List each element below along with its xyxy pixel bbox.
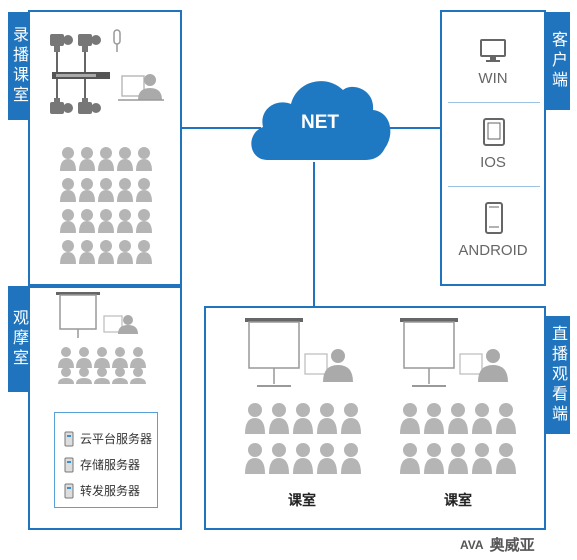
net-cloud [251,81,391,160]
server-item-storage: 存储服务器 [64,456,140,473]
recording-equipment [50,29,164,114]
brand-logo: AVA 奥威亚 [460,534,535,555]
device-divider [448,186,540,187]
brand-logo-mark: AVA [460,537,484,552]
device-label-android: ANDROID [458,242,528,259]
link-net-client [385,127,440,129]
tablet-icon [483,118,505,146]
recording-room-tag: 录播课室 [8,12,30,120]
server-label: 存储服务器 [80,458,141,472]
classroom-scene-2 [400,318,516,474]
client-tag: 客户端 [546,12,570,110]
observation-scene [56,292,146,384]
live-viewing-tag: 直播观看端 [546,316,570,434]
server-icon [64,483,74,498]
server-item-cloud: 云平台服务器 [64,430,152,447]
device-label-win: WIN [478,70,508,87]
brand-name: 奥威亚 [489,536,535,554]
server-label: 转发服务器 [80,484,141,498]
classroom-label-1: 课室 [288,493,316,509]
server-icon [64,431,74,446]
device-label-ios: IOS [480,154,506,171]
classroom-label-2: 课室 [444,493,472,509]
net-label: NET [301,112,339,133]
link-net-live [313,162,315,307]
device-divider [448,102,540,103]
phone-icon [485,202,503,234]
server-item-relay: 转发服务器 [64,482,140,499]
link-recording-net [181,127,261,129]
monitor-icon [480,39,506,62]
recording-students [60,147,152,264]
observation-room-tag: 观摩室 [8,286,30,392]
classroom-scene-1 [245,318,361,474]
server-icon [64,457,74,472]
server-label: 云平台服务器 [80,432,153,446]
